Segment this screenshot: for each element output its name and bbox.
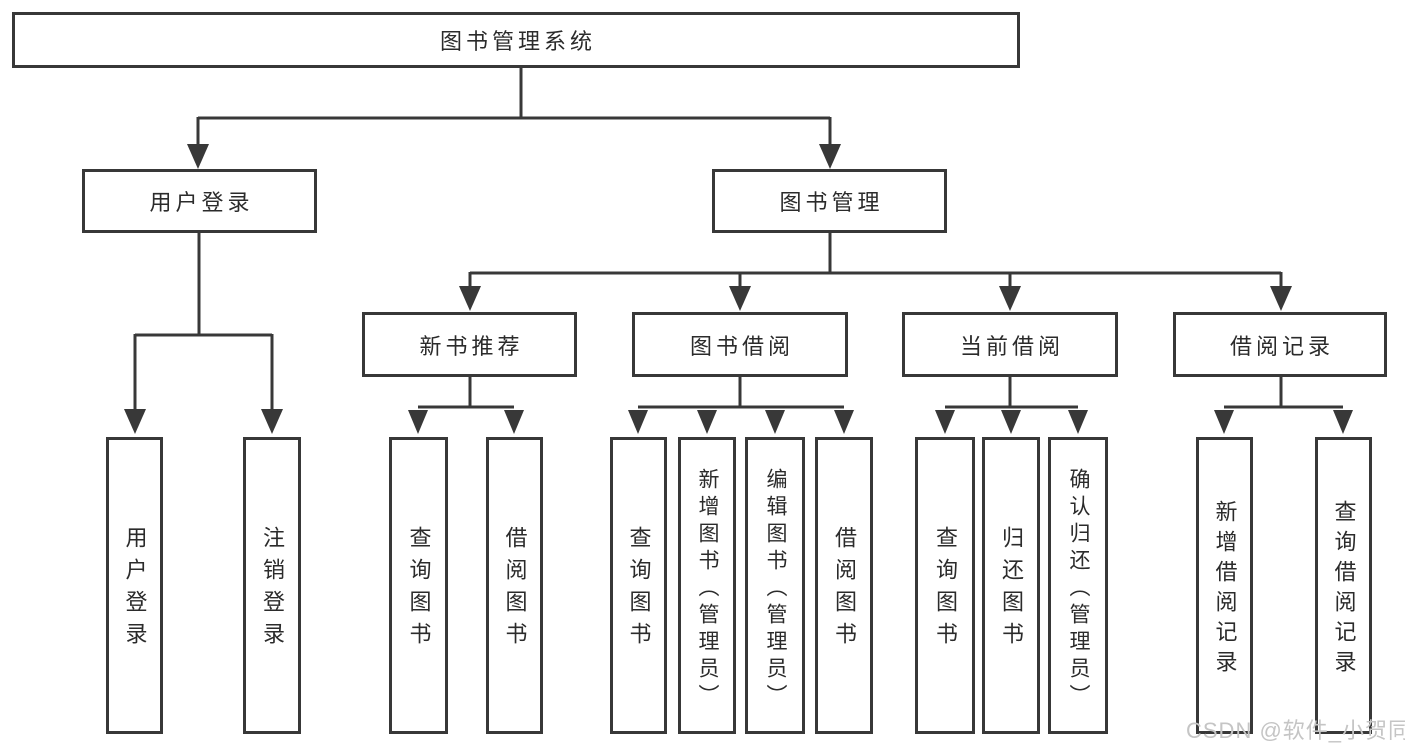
node-borrow-records: 借阅记录 bbox=[1173, 312, 1387, 377]
leaf-user-login-label: 用户登录 bbox=[122, 525, 148, 654]
leaf-logout-label: 注销登录 bbox=[260, 525, 285, 654]
leaf-add-borrow-record-label: 新增借阅记录 bbox=[1212, 499, 1238, 680]
leaf-confirm-return-admin: 确认归还（管理员） bbox=[1048, 437, 1108, 734]
leaf-query-borrow-record: 查询借阅记录 bbox=[1315, 437, 1372, 734]
node-book-management: 图书管理 bbox=[712, 169, 947, 233]
leaf-query-borrow-record-label: 查询借阅记录 bbox=[1331, 499, 1357, 680]
node-new-book-recommend: 新书推荐 bbox=[362, 312, 577, 377]
node-root: 图书管理系统 bbox=[12, 12, 1020, 68]
node-book-borrow-label: 图书借阅 bbox=[689, 333, 794, 359]
leaf-borrow-books: 借阅图书 bbox=[815, 437, 873, 734]
leaf-confirm-return-admin-label: 确认归还（管理员） bbox=[1067, 468, 1090, 711]
node-user-login: 用户登录 bbox=[82, 169, 317, 233]
node-root-label: 图书管理系统 bbox=[439, 29, 596, 54]
leaf-query-books-current-label: 查询图书 bbox=[933, 525, 958, 654]
leaf-add-books-admin: 新增图书（管理员） bbox=[678, 437, 736, 734]
leaf-query-books-borrow-label: 查询图书 bbox=[626, 525, 652, 654]
arrowhead-icons bbox=[124, 144, 1353, 434]
leaf-query-books-borrow: 查询图书 bbox=[610, 437, 667, 734]
leaf-query-books-current: 查询图书 bbox=[915, 437, 975, 734]
leaf-query-books-recommend-label: 查询图书 bbox=[406, 525, 432, 654]
watermark-text: CSDN @软件_小贺同学 bbox=[1186, 718, 1405, 743]
leaf-edit-books-admin: 编辑图书（管理员） bbox=[745, 437, 805, 734]
node-book-management-label: 图书管理 bbox=[779, 190, 884, 215]
leaf-edit-books-admin-label: 编辑图书（管理员） bbox=[764, 468, 787, 711]
node-current-borrow-label: 当前借阅 bbox=[959, 333, 1064, 359]
node-user-login-label: 用户登录 bbox=[149, 190, 254, 215]
leaf-borrow-books-recommend-label: 借阅图书 bbox=[502, 525, 528, 654]
leaf-borrow-books-label: 借阅图书 bbox=[832, 525, 857, 654]
leaf-return-books-label: 归还图书 bbox=[999, 525, 1024, 654]
leaf-borrow-books-recommend: 借阅图书 bbox=[486, 437, 543, 734]
leaf-return-books: 归还图书 bbox=[982, 437, 1040, 734]
leaf-logout: 注销登录 bbox=[243, 437, 301, 734]
node-new-book-recommend-label: 新书推荐 bbox=[419, 333, 524, 359]
leaf-query-books-recommend: 查询图书 bbox=[389, 437, 448, 734]
leaf-add-books-admin-label: 新增图书（管理员） bbox=[696, 468, 719, 711]
node-borrow-records-label: 借阅记录 bbox=[1229, 333, 1334, 359]
leaf-add-borrow-record: 新增借阅记录 bbox=[1196, 437, 1253, 734]
node-current-borrow: 当前借阅 bbox=[902, 312, 1118, 377]
node-book-borrow: 图书借阅 bbox=[632, 312, 848, 377]
leaf-user-login: 用户登录 bbox=[106, 437, 163, 734]
